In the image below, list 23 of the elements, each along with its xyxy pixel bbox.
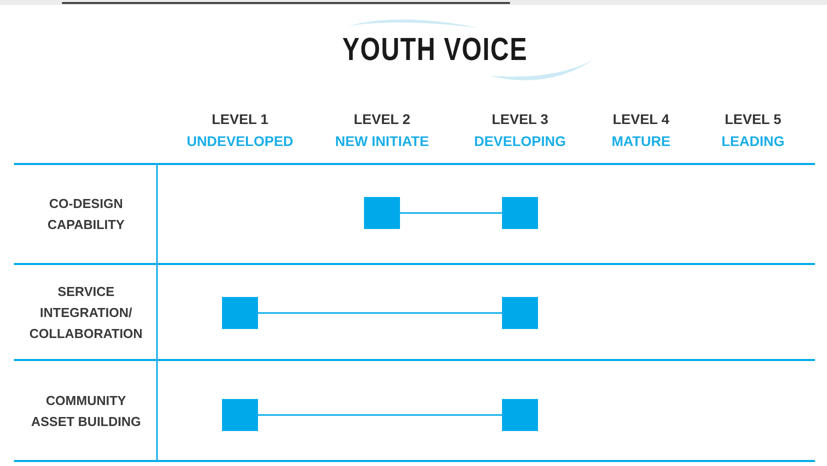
level-name: MATURE <box>610 132 672 151</box>
connector-line <box>258 312 502 314</box>
level-name: DEVELOPING <box>473 132 567 151</box>
level-marker <box>502 297 538 329</box>
level-marker <box>502 399 538 431</box>
level-number: LEVEL 5 <box>724 110 782 129</box>
level-name: LEADING <box>720 132 786 151</box>
level-marker <box>364 197 400 229</box>
level-number: LEVEL 1 <box>210 110 270 129</box>
level-name: NEW INITIATE <box>334 132 430 151</box>
level-marker <box>222 297 258 329</box>
level-marker <box>502 197 538 229</box>
level-name: UNDEVELOPED <box>186 132 294 151</box>
level-marker <box>222 399 258 431</box>
connector-line <box>400 212 502 214</box>
row-label: CO-DESIGN CAPABILITY <box>46 195 126 234</box>
connector-line <box>258 414 502 416</box>
title: YOUTH VOICE <box>341 30 529 68</box>
row-label: SERVICE INTEGRATION/ COLLABORATION <box>28 282 144 342</box>
level-number: LEVEL 2 <box>352 110 412 129</box>
level-number: LEVEL 4 <box>612 110 670 129</box>
row-label: COMMUNITY ASSET BUILDING <box>30 392 142 430</box>
level-number: LEVEL 3 <box>490 110 550 129</box>
